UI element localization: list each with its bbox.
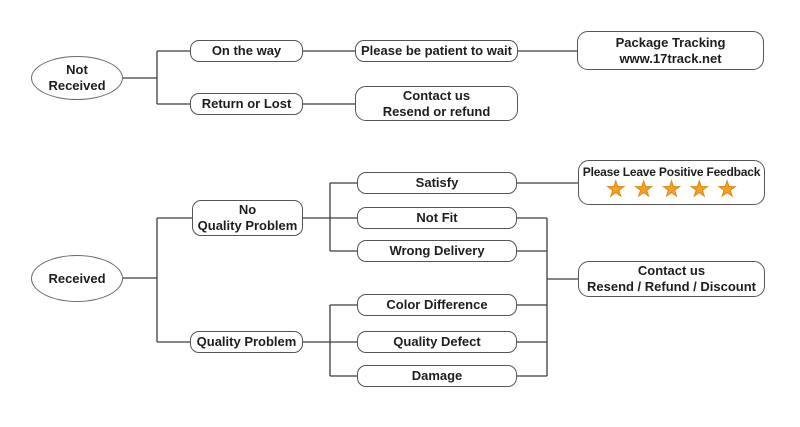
node-label: Received: [48, 78, 106, 93]
node-label: Contact us: [402, 87, 471, 103]
node-not-received: Not Received: [31, 56, 123, 100]
node-label: Resend / Refund / Discount: [586, 279, 756, 294]
node-satisfy: Satisfy: [357, 172, 517, 194]
node-wrong-delivery: Wrong Delivery: [357, 240, 517, 262]
node-label: Satisfy: [415, 175, 459, 190]
node-on-the-way: On the way: [190, 40, 303, 62]
tracking-url: www.17track.net: [619, 50, 722, 66]
node-label: Quality Problem: [197, 218, 298, 233]
node-quality-problem: Quality Problem: [190, 331, 303, 353]
star-icon: ★: [662, 178, 682, 201]
node-not-fit: Not Fit: [357, 207, 517, 229]
star-icon: ★: [634, 178, 654, 201]
node-label: Package Tracking: [615, 34, 726, 50]
node-label: Contact us: [637, 263, 706, 278]
node-label: Please Leave Positive Feedback: [582, 165, 761, 179]
node-label: Wrong Delivery: [389, 243, 485, 258]
node-positive-feedback: Please Leave Positive Feedback ★ ★ ★ ★ ★: [578, 160, 765, 205]
node-label: Damage: [411, 368, 463, 383]
node-damage: Damage: [357, 365, 517, 387]
node-label: Resend or refund: [382, 103, 491, 119]
star-icon: ★: [606, 178, 626, 201]
five-star-rating: ★ ★ ★ ★ ★: [606, 178, 737, 201]
node-label: Color Difference: [386, 297, 488, 312]
node-quality-defect: Quality Defect: [357, 331, 517, 353]
node-received: Received: [31, 255, 123, 302]
node-label: No: [238, 202, 257, 217]
node-label: Not: [66, 62, 88, 77]
node-contact-resend-refund: Contact us Resend or refund: [355, 86, 518, 121]
node-please-be-patient: Please be patient to wait: [355, 40, 518, 62]
connector-bottom-tree: [123, 182, 578, 377]
node-label: On the way: [211, 43, 282, 58]
node-label: Return or Lost: [201, 96, 292, 111]
node-color-difference: Color Difference: [357, 294, 517, 316]
node-return-or-lost: Return or Lost: [190, 93, 303, 115]
node-contact-resend-refund-discount: Contact us Resend / Refund / Discount: [578, 261, 765, 297]
star-icon: ★: [717, 178, 737, 201]
connector-top-tree: [123, 50, 577, 105]
node-package-tracking: Package Tracking www.17track.net: [577, 31, 764, 70]
node-label: Received: [48, 270, 106, 286]
node-label: Please be patient to wait: [361, 43, 512, 58]
node-label: Quality Defect: [393, 334, 481, 349]
node-no-quality-problem: No Quality Problem: [192, 200, 303, 236]
node-label: Quality Problem: [196, 334, 297, 349]
star-icon: ★: [689, 178, 709, 201]
node-label: Not Fit: [416, 210, 458, 225]
